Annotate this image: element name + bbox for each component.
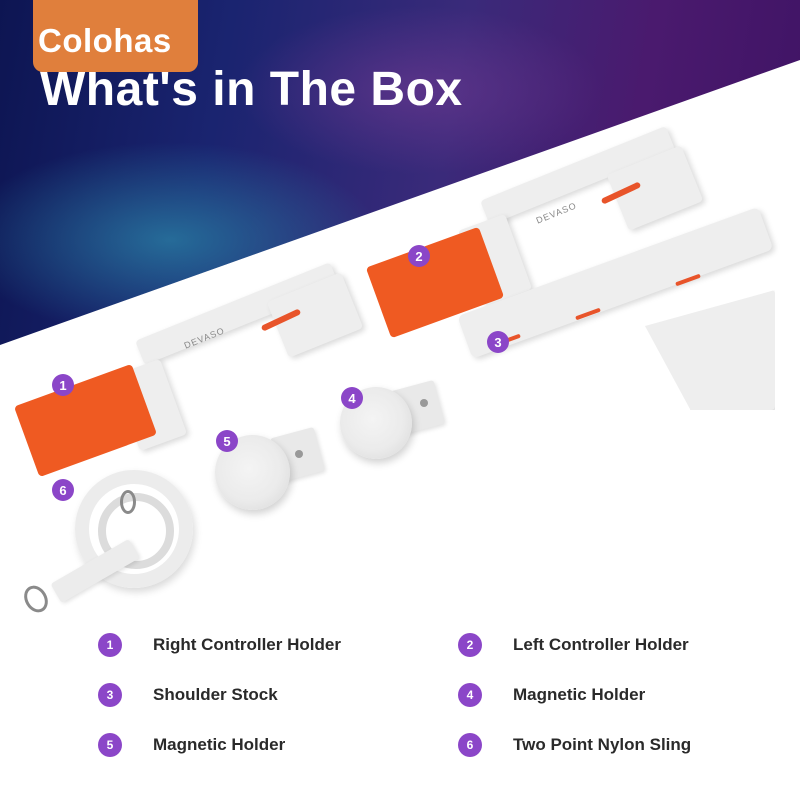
badge-4: 4 — [341, 387, 363, 409]
right-controller-holder-image: DEVASO 1 — [13, 262, 365, 478]
legend-number: 1 — [98, 633, 122, 657]
shoulder-stock-image: 3 — [455, 206, 795, 420]
legend-label: Left Controller Holder — [513, 635, 689, 654]
magnetic-holder-4-image: 4 — [335, 375, 455, 475]
legend-item-4: 4 Magnetic Holder — [458, 683, 645, 707]
badge-1: 1 — [52, 374, 74, 396]
badge-5: 5 — [216, 430, 238, 452]
legend-item-3: 3 Shoulder Stock — [98, 683, 278, 707]
legend-label: Shoulder Stock — [153, 685, 278, 704]
nylon-sling-image: 6 — [19, 465, 200, 625]
badge-3: 3 — [487, 331, 509, 353]
legend-number: 4 — [458, 683, 482, 707]
legend-label: Two Point Nylon Sling — [513, 735, 692, 754]
legend-item-6: 6 Two Point Nylon Sling — [458, 733, 691, 757]
magnetic-holder-5-image: 5 — [210, 420, 330, 520]
legend-number: 3 — [98, 683, 122, 707]
legend-number: 5 — [98, 733, 122, 757]
legend-label: Magnetic Holder — [153, 735, 286, 754]
badge-2: 2 — [408, 245, 430, 267]
legend-number: 2 — [458, 633, 482, 657]
legend-label: Right Controller Holder — [153, 635, 341, 654]
legend-label: Magnetic Holder — [513, 685, 646, 704]
legend-item-2: 2 Left Controller Holder — [458, 633, 689, 657]
left-controller-holder-image: DEVASO 2 — [365, 126, 704, 339]
brand-tag: Colohas — [33, 0, 198, 72]
legend-number: 6 — [458, 733, 482, 757]
brand-label: Colohas — [38, 22, 172, 59]
legend-item-1: 1 Right Controller Holder — [98, 633, 341, 657]
legend-item-5: 5 Magnetic Holder — [98, 733, 285, 757]
badge-6: 6 — [52, 479, 74, 501]
